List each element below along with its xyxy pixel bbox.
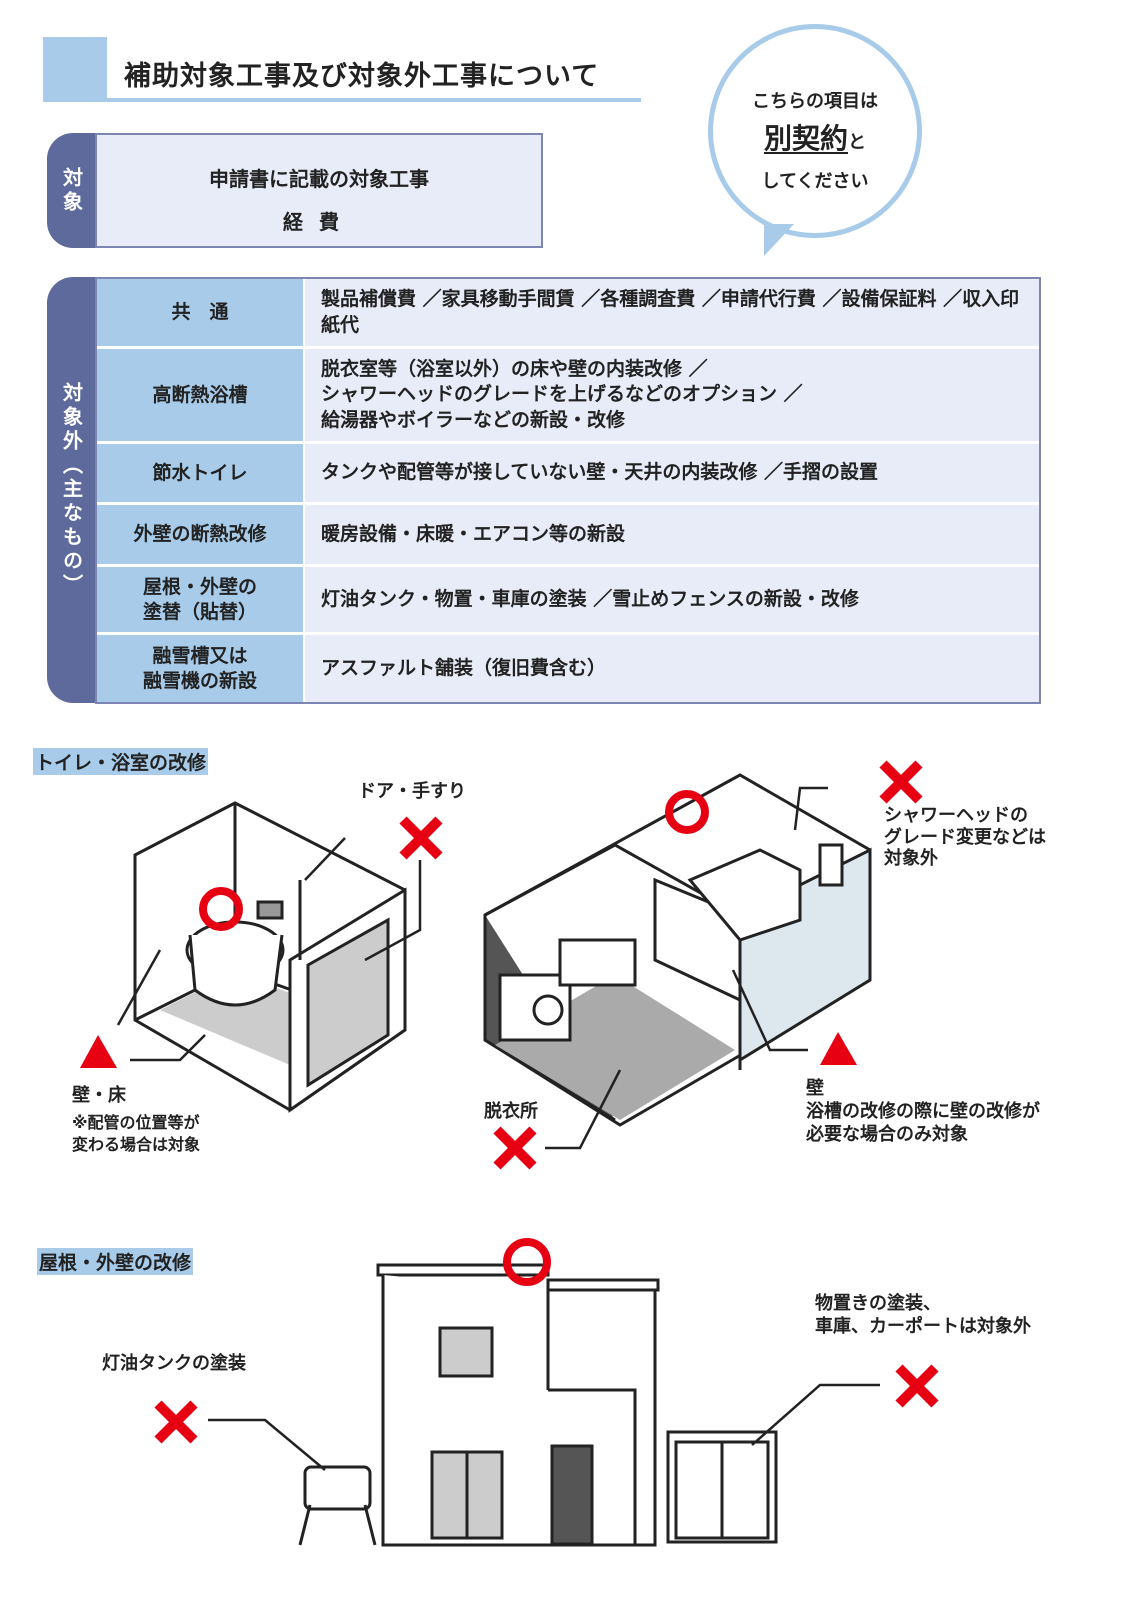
label-dressing: 脱衣所 [484, 1101, 538, 1122]
row-category: 屋根・外壁の 塗替（貼替） [97, 567, 305, 632]
cross-mark-icon [497, 1130, 533, 1166]
title-accent [43, 37, 107, 101]
row-category: 高断熱浴槽 [97, 349, 305, 441]
page-title: 補助対象工事及び対象外工事について [124, 61, 600, 92]
label-shower: シャワーヘッドの グレード変更などは 対象外 [884, 805, 1046, 870]
speech-bubble: こちらの項目は 別契約と してください [708, 24, 922, 238]
bubble-line3: してください [761, 171, 869, 192]
row-items: タンクや配管等が接していない壁・天井の内装改修 ／手摺の設置 [321, 461, 879, 484]
row-items: アスファルト舗装（復旧費含む） [321, 656, 607, 679]
triangle-mark-icon [80, 1035, 117, 1068]
markers [80, 764, 935, 1440]
excluded-tab: 対象外（主なもの） [47, 277, 97, 703]
table-row: 高断熱浴槽脱衣室等（浴室以外）の床や壁の内装改修 ／ シャワーヘッドのグレードを… [97, 349, 1039, 444]
label-tank: 灯油タンクの塗装 [102, 1353, 246, 1374]
row-category: 節水トイレ [97, 444, 305, 502]
cross-mark-icon [158, 1404, 194, 1440]
label-bath-wall-note: 浴槽の改修の際に壁の改修が 必要な場合のみ対象 [806, 1101, 1040, 1146]
label-shed: 物置きの塗装、 車庫、カーポートは対象外 [815, 1293, 1031, 1338]
toilet-illustration [133, 801, 407, 1113]
section-title-roof: 屋根・外壁の改修 [37, 1248, 194, 1275]
bath-illustration [483, 773, 872, 1127]
row-items: 灯油タンク・物置・車庫の塗装 ／雪止めフェンスの新設・改修 [321, 587, 859, 610]
circle-mark-icon [665, 790, 709, 834]
cross-mark-icon [883, 764, 919, 800]
label-bath-wall: 壁 [806, 1078, 824, 1099]
excluded-table: 共 通製品補償費 ／家具移動手間賃 ／各種調査費 ／申請代行費 ／設備保証料 ／… [95, 277, 1041, 704]
label-wall-floor-note: ※配管の位置等が 変わる場合は対象 [72, 1113, 201, 1155]
row-items: 脱衣室等（浴室以外）の床や壁の内装改修 ／ シャワーヘッドのグレードを上げるなど… [321, 357, 803, 431]
row-category: 共 通 [97, 279, 305, 346]
target-item: 経費 [283, 210, 355, 234]
table-row: 共 通製品補償費 ／家具移動手間賃 ／各種調査費 ／申請代行費 ／設備保証料 ／… [97, 279, 1039, 349]
table-row: 節水トイレタンクや配管等が接していない壁・天井の内装改修 ／手摺の設置 [97, 444, 1039, 505]
cross-mark-icon [403, 820, 439, 856]
circle-mark-icon [503, 1238, 551, 1286]
circle-mark-icon [199, 887, 243, 931]
table-row: 融雪槽又は 融雪機の新設アスファルト舗装（復旧費含む） [97, 635, 1039, 702]
title-underline [43, 98, 641, 102]
cross-mark-icon [899, 1368, 935, 1404]
bubble-suffix: と [848, 132, 866, 153]
label-wall-floor: 壁・床 [72, 1085, 126, 1106]
target-item: 申請書に記載の対象工事 [209, 167, 429, 191]
table-row: 外壁の断熱改修暖房設備・床暖・エアコン等の新設 [97, 505, 1039, 567]
section-title-toilet: トイレ・浴室の改修 [33, 748, 209, 775]
row-items: 製品補償費 ／家具移動手間賃 ／各種調査費 ／申請代行費 ／設備保証料 ／収入印… [321, 287, 1020, 336]
bubble-emphasis: 別契約 [763, 122, 848, 155]
row-category: 外壁の断熱改修 [97, 505, 305, 564]
row-category: 融雪槽又は 融雪機の新設 [97, 635, 305, 702]
target-tab: 対象 [47, 133, 97, 248]
bubble-line1: こちらの項目は [752, 91, 878, 112]
row-items: 暖房設備・床暖・エアコン等の新設 [321, 522, 626, 545]
leader-lines [116, 786, 880, 1471]
house-illustration [298, 1263, 778, 1547]
table-row: 屋根・外壁の 塗替（貼替） 灯油タンク・物置・車庫の塗装 ／雪止めフェンスの新設・… [97, 567, 1039, 635]
label-door: ドア・手すり [358, 781, 466, 802]
target-box: 申請書に記載の対象工事 経費 [95, 133, 543, 248]
triangle-mark-icon [820, 1032, 857, 1065]
